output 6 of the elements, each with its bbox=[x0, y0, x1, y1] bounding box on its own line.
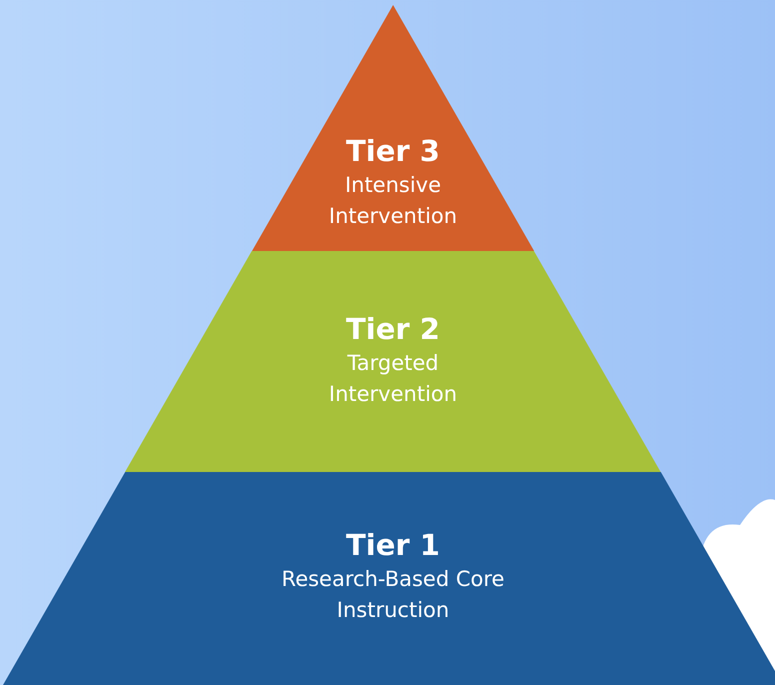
tier-description: Targeted Intervention bbox=[328, 350, 458, 408]
tier-heading: Tier 2 bbox=[346, 312, 440, 346]
tier-description: Research-Based Core Instruction bbox=[280, 566, 506, 624]
tier-heading: Tier 3 bbox=[346, 134, 440, 168]
tier-heading: Tier 1 bbox=[346, 528, 440, 562]
tier-description: Intensive Intervention bbox=[328, 172, 458, 230]
